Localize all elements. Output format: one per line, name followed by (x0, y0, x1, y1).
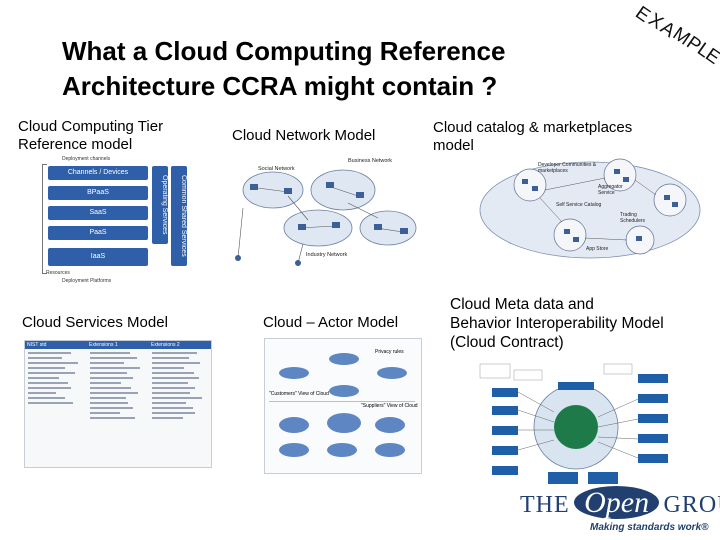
actor-shape (329, 385, 359, 397)
network-node-industry: Industry Network (306, 252, 348, 258)
open-group-logo: THE Open GROUP Making standards work® (520, 486, 720, 536)
title-line-2: Architecture CCRA might contain ? (62, 71, 498, 101)
services-header-2: Extensions 1 (89, 342, 118, 348)
network-diagram: Social Network Business Network Industry… (235, 158, 417, 266)
meta-label-line-2: Behavior Interoperability Model (450, 315, 664, 332)
actor-supplier-view: "Suppliers" View of Cloud (361, 403, 418, 409)
network-model-label: Cloud Network Model (232, 127, 376, 144)
services-col-2 (87, 349, 149, 422)
services-header-1: NIST std (27, 342, 47, 348)
actor-shape (327, 443, 357, 457)
actor-top-right-label: Privacy rules (375, 349, 404, 355)
services-table-header: NIST std Extensions 1 Extensions 2 (25, 341, 211, 349)
services-col-3 (149, 349, 211, 422)
catalog-diagram (479, 158, 701, 259)
network-node-business: Business Network (348, 158, 392, 164)
tier-diagram: Deployment channels Channels / Devices B… (40, 156, 200, 286)
logo-tagline: Making standards work® (590, 522, 709, 533)
tier-rail-shared: Common Shared Services (171, 166, 187, 266)
tier-top-caption: Deployment channels (62, 156, 111, 162)
actor-shape (375, 443, 405, 457)
tier-bracket (42, 164, 47, 274)
actor-customer-view: "Customers" View of Cloud (269, 391, 329, 397)
services-table: NIST std Extensions 1 Extensions 2 (24, 340, 212, 468)
actor-shape (377, 367, 407, 379)
catalog-node-developer: Developer Communities & marketplaces (538, 162, 597, 174)
logo-tagline-text: Making standards work (590, 522, 702, 533)
meta-diagram (479, 363, 668, 484)
tier-box-bpaas: BPaaS (48, 186, 148, 200)
title-line-1: What a Cloud Computing Reference (62, 36, 506, 66)
tier-bottom-caption-1: Resources (46, 270, 70, 276)
services-table-body (25, 349, 211, 422)
services-model-label: Cloud Services Model (22, 314, 168, 331)
tier-label-line-2: Reference model (18, 136, 133, 153)
actor-model-label: Cloud – Actor Model (263, 314, 399, 331)
tier-box-channels: Channels / Devices (48, 166, 148, 180)
tier-rail-operating: Operating Services (152, 166, 168, 244)
actor-shape (329, 353, 359, 365)
logo-the: THE (520, 492, 570, 518)
actor-divider (269, 401, 415, 402)
meta-label-line-1: Cloud Meta data and (450, 296, 594, 313)
catalog-node-aggregator: Aggregator Service (598, 184, 623, 196)
logo-group: GROUP (663, 492, 720, 518)
tier-model-label: Cloud Computing Tier Reference model (18, 118, 163, 154)
example-stamp: E X A M P L E (630, 0, 720, 68)
catalog-label-line-1: Cloud catalog & marketplaces (433, 119, 633, 136)
tier-box-saas: SaaS (48, 206, 148, 220)
actor-shape (279, 417, 309, 433)
catalog-model-label: Cloud catalog & marketplaces model (433, 119, 632, 155)
actor-shape (279, 443, 309, 457)
meta-model-label: Cloud Meta data and Behavior Interoperab… (450, 295, 664, 352)
tier-bottom-caption-2: Deployment Platforms (62, 278, 112, 284)
logo-wordmark: THE Open GROUP (520, 486, 720, 520)
logo-open: Open (574, 486, 660, 519)
tier-box-iaas: IaaS (48, 248, 148, 266)
logo-registered-mark: ® (701, 522, 709, 533)
services-header-3: Extensions 2 (151, 342, 180, 348)
actor-shape (327, 413, 361, 433)
catalog-node-self-service: Self Service Catalog (556, 202, 602, 208)
meta-label-line-3: (Cloud Contract) (450, 334, 564, 351)
tier-box-paas: PaaS (48, 226, 148, 240)
tier-label-line-1: Cloud Computing Tier (18, 118, 164, 135)
services-col-1 (25, 349, 87, 422)
slide-title: What a Cloud Computing Reference Archite… (62, 34, 505, 104)
network-node-social: Social Network (258, 166, 295, 172)
catalog-node-app-store: App Store (586, 246, 609, 252)
actor-diagram: Privacy rules "Customers" View of Cloud … (264, 338, 422, 474)
catalog-label-line-2: model (433, 137, 474, 154)
catalog-node-trading: Trading Schedulers (620, 212, 646, 224)
actor-shape (279, 367, 309, 379)
actor-shape (375, 417, 405, 433)
